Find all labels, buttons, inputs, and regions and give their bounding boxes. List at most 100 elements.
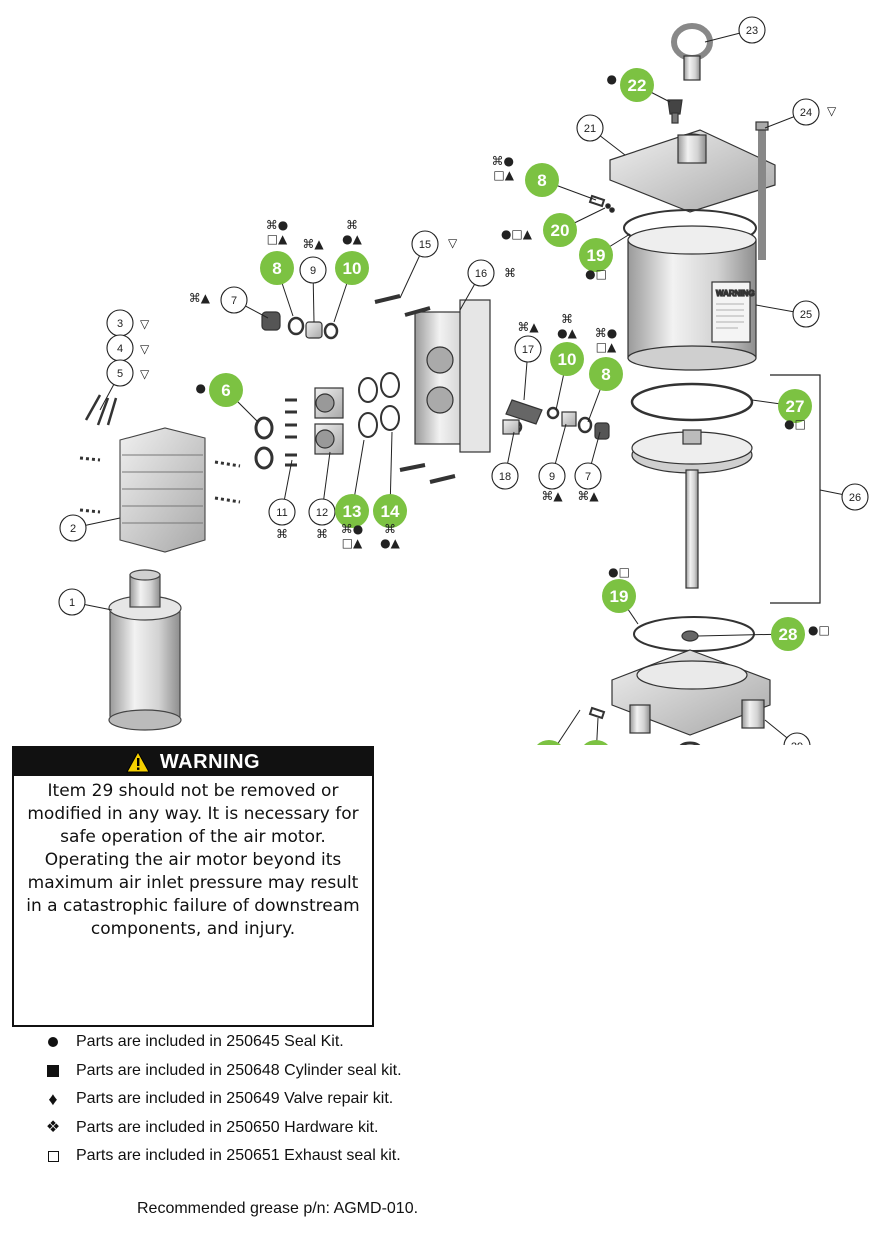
callout-number: 24 xyxy=(800,107,812,119)
green-callouts: 6●8⌘●□▲10⌘●▲13⌘●□▲14⌘●▲10⌘●▲8⌘●□▲8⌘●□▲20… xyxy=(196,68,830,745)
callout-c12: 12⌘ xyxy=(308,498,336,541)
callout-g8a: 8⌘●□▲ xyxy=(260,218,294,285)
callout-c1: 1 xyxy=(58,588,86,616)
callout-number: 28 xyxy=(779,625,798,644)
callout-circle xyxy=(491,462,519,490)
green-callout-circle xyxy=(373,494,407,528)
callout-c3: 3▽ xyxy=(106,309,150,337)
green-callout-circle xyxy=(589,357,623,391)
kit-marks: ●▲ xyxy=(557,326,577,340)
kit-marks: ⌘ xyxy=(276,527,288,541)
kit-marks: ⌘● xyxy=(266,218,288,232)
green-callout-circle xyxy=(579,238,613,272)
kit-marks: ▽ xyxy=(827,104,837,118)
callout-g6: 6● xyxy=(196,373,243,407)
callout-c21: 21 xyxy=(576,114,604,142)
callout-c9b: 9⌘▲ xyxy=(538,462,566,503)
kit-marks: ●□ xyxy=(585,267,607,281)
callout-c29: 29 xyxy=(783,732,811,745)
kit-marks: ⌘▲ xyxy=(517,320,539,334)
callout-number: 26 xyxy=(849,492,861,504)
callout-number: 10 xyxy=(558,350,577,369)
callout-circle xyxy=(308,498,336,526)
callout-circle xyxy=(59,514,87,542)
callout-circle xyxy=(783,732,811,745)
callout-g10b: 10⌘●▲ xyxy=(550,312,584,376)
kit-marks: ⌘▲ xyxy=(189,291,211,305)
legend-text: Parts are included in 250649 Valve repai… xyxy=(76,1090,394,1108)
callout-circle xyxy=(514,335,542,363)
callout-number: 4 xyxy=(117,343,123,355)
callout-number: 5 xyxy=(117,368,123,380)
part-fitting-22-top xyxy=(667,99,683,124)
callout-circle xyxy=(411,230,439,258)
kit-marks: ●□ xyxy=(608,565,630,579)
callout-number: 6 xyxy=(221,381,230,400)
kit-marks: ● xyxy=(196,381,206,395)
kit-marks: □▲ xyxy=(342,536,363,550)
kit-marks: ⌘▲ xyxy=(577,489,599,503)
green-callout-circle xyxy=(620,68,654,102)
callout-circle xyxy=(268,498,296,526)
kit-marks: ⌘▲ xyxy=(541,489,563,503)
callout-number: 8 xyxy=(537,171,546,190)
part-valve-seals-left xyxy=(254,372,400,470)
callout-number: 8 xyxy=(601,365,610,384)
kit-marks: ●▲ xyxy=(380,536,400,550)
kit-marks: ●□ xyxy=(784,417,806,431)
green-callout-circle xyxy=(335,251,369,285)
callout-circle xyxy=(576,114,604,142)
callout-c23: 23 xyxy=(738,16,766,44)
green-callout-circle xyxy=(583,740,609,745)
callout-number: 21 xyxy=(584,123,596,135)
callout-number: 3 xyxy=(117,318,123,330)
kit-marks: ⌘ xyxy=(316,527,328,541)
green-callout-circle xyxy=(536,740,562,745)
callout-c25: 25 xyxy=(792,300,820,328)
callout-number: 19 xyxy=(587,246,606,265)
callout-g19b: 19 ●□ xyxy=(602,565,636,613)
kit-marks: ▽ xyxy=(140,367,150,381)
legend-text: Parts are included in 250651 Exhaust sea… xyxy=(76,1147,401,1165)
callout-circle xyxy=(738,16,766,44)
leader-line xyxy=(596,717,599,745)
callout-number: 9 xyxy=(310,265,316,277)
callout-g10a: 10⌘●▲ xyxy=(335,218,369,285)
kit-marks: ●□▲ xyxy=(501,227,533,241)
legend-row-cylinder-kit: Parts are included in 250648 Cylinder se… xyxy=(30,1057,630,1086)
callout-number: 11 xyxy=(276,507,287,519)
callout-number: 19 xyxy=(610,587,629,606)
cylinder-warning-decal: WARNING xyxy=(716,289,755,298)
green-callout-circle xyxy=(209,373,243,407)
callout-number: 23 xyxy=(746,25,758,37)
kit-marks: ⌘ xyxy=(346,218,358,232)
kit-marks: ▽ xyxy=(140,317,150,331)
filled-diamond-icon: ♦ xyxy=(48,1089,58,1110)
callout-c2: 2 xyxy=(59,514,87,542)
part-eye-bolt xyxy=(671,23,713,81)
part-piston-small xyxy=(261,311,339,340)
callout-number: 13 xyxy=(343,502,362,521)
legend-text: Parts are included in 250648 Cylinder se… xyxy=(76,1061,402,1079)
callout-number: 20 xyxy=(551,221,570,240)
legend-row-seal-kit: Parts are included in 250645 Seal Kit. xyxy=(30,1028,630,1057)
kit-marks: ● xyxy=(607,72,617,86)
part-exhaust-baffle xyxy=(79,427,241,553)
callout-g8c: 8⌘●□▲ xyxy=(492,154,559,197)
kit-marks: ⌘● xyxy=(341,522,363,536)
callout-c15: 15▽ xyxy=(411,230,458,258)
callout-g14: 14⌘●▲ xyxy=(373,494,407,550)
part-top-cap xyxy=(588,121,776,260)
callout-number: 1 xyxy=(69,597,75,609)
kit-marks: □▲ xyxy=(596,340,617,354)
four-diamond-icon: ❖ xyxy=(45,1118,61,1136)
callout-number: 27 xyxy=(786,397,805,416)
green-callout-circle xyxy=(550,342,584,376)
callout-circle xyxy=(792,300,820,328)
leader-line xyxy=(556,709,581,745)
callout-circle xyxy=(538,462,566,490)
callout-g22a: 22● xyxy=(607,68,654,102)
callout-circle xyxy=(792,98,820,126)
callout-g8b: 8⌘●□▲ xyxy=(589,326,623,391)
